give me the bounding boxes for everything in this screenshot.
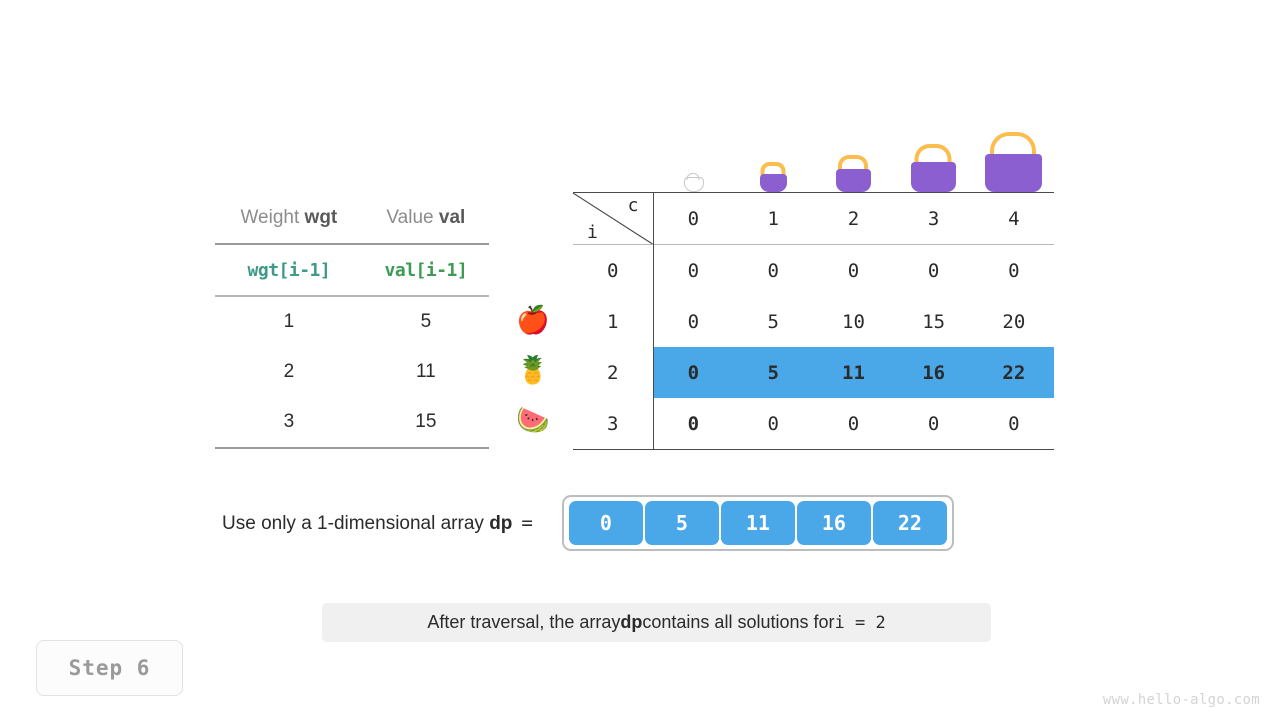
matrix-cell: 11 (813, 347, 894, 398)
matrix-col-header: 4 (973, 192, 1054, 245)
matrix-row: 1 0 5 10 15 20 (573, 296, 1054, 347)
matrix-row-index: 2 (573, 347, 654, 398)
item-weight-cell: 1 (215, 295, 363, 347)
apple-icon: 🍎 (516, 305, 550, 336)
matrix-cell: 10 (842, 310, 865, 333)
matrix-cell: 20 (1002, 310, 1026, 333)
matrix-cell: 0 (813, 244, 894, 296)
item-table-bottom-rule-row (215, 447, 489, 450)
weight-header-cell: Weight wgt (215, 193, 363, 244)
item-weight-cell: 3 (283, 411, 295, 432)
dp-array-section: Use only a 1-dimensional array dp = 0 5 1… (222, 495, 954, 551)
matrix-corner-cell: c i (573, 192, 654, 245)
matrix-col-header: 3 (893, 192, 974, 245)
dp-array-cell: 11 (720, 501, 795, 545)
matrix-row-highlighted: 2 0 5 11 16 22 (573, 347, 1054, 398)
caption-part-2: contains all solutions for (642, 612, 835, 632)
pineapple-icon: 🍍 (516, 355, 550, 386)
dp-array-label: Use only a 1-dimensional array dp = (222, 512, 533, 535)
dp-array-cell: 5 (644, 501, 719, 545)
val-expression: val[i-1] (384, 259, 468, 281)
item-table-bottom-rule (215, 447, 363, 450)
item-row: 1 5 (215, 295, 489, 347)
matrix-row: 3 0 0 0 0 0 (573, 398, 1054, 450)
item-value-cell: 11 (416, 361, 436, 382)
bag-icon-capacity-3 (893, 130, 973, 192)
caption-part-1: After traversal, the array (427, 612, 621, 632)
fruit-icon-column: 🍎 🍍 🍉 (505, 296, 561, 446)
matrix-cell: 0 (767, 412, 779, 435)
matrix-cell: 0 (653, 244, 734, 296)
matrix-row-axis-label: i (587, 222, 598, 243)
bag-icon-capacity-2 (813, 130, 893, 192)
wgt-expression-cell: wgt[i-1] (215, 243, 363, 296)
dp-array-cell: 16 (796, 501, 871, 545)
dp-array-cell: 0 (568, 501, 643, 545)
wgt-expression: wgt[i-1] (247, 259, 331, 281)
item-weight-value-table: Weight wgt Value val wgt[i-1] val[i-1] 1… (215, 193, 489, 450)
matrix-col-header: 0 (653, 192, 734, 245)
bag-icon-capacity-4 (973, 130, 1053, 192)
caption-banner: After traversal, the array dp contains a… (322, 603, 991, 642)
dp-array-equals-sign: = (521, 511, 533, 534)
step-badge: Step 6 (36, 640, 183, 696)
dp-matrix-grid: c i 0 1 2 3 4 0 0 0 0 0 0 1 0 5 (573, 192, 1054, 450)
caption-bold-term: dp (620, 612, 643, 632)
matrix-header-row: c i 0 1 2 3 4 (573, 192, 1054, 245)
matrix-cell: 0 (847, 412, 860, 435)
val-expression-cell: val[i-1] (362, 243, 489, 296)
bag-icon-capacity-0 (653, 130, 733, 192)
matrix-cell: 0 (1008, 412, 1020, 435)
matrix-cell: 0 (687, 310, 700, 333)
dp-array-cell: 22 (872, 501, 947, 545)
value-header-cell: Value val (363, 193, 489, 244)
matrix-cell: 5 (767, 310, 779, 333)
matrix-row-index: 3 (573, 398, 654, 450)
caption-mono-expression: i = 2 (834, 612, 886, 633)
value-header-code: val (438, 207, 466, 228)
matrix-cell: 0 (653, 347, 734, 398)
matrix-cell: 16 (893, 347, 974, 398)
item-table-code-row: wgt[i-1] val[i-1] (215, 243, 489, 296)
matrix-row-index: 0 (573, 244, 654, 296)
item-table-bottom-rule (362, 447, 489, 450)
weight-header-code: wgt (304, 207, 338, 228)
matrix-cell: 0 (893, 244, 974, 296)
matrix-cell: 0 (927, 412, 940, 435)
item-row: 3 15 (215, 397, 489, 448)
watermark: www.hello-algo.com (1102, 692, 1260, 708)
dp-array-label-prefix: Use only a 1-dimensional array (222, 512, 490, 534)
matrix-row-index: 1 (573, 296, 654, 347)
item-value-cell: 5 (362, 295, 489, 347)
item-table-header-row: Weight wgt Value val (215, 193, 489, 244)
dp-array-container: 0 5 11 16 22 (561, 495, 954, 551)
dp-array-label-code: dp (489, 512, 513, 534)
matrix-cell: 22 (973, 347, 1054, 398)
matrix-cell: 0 (733, 244, 814, 296)
matrix-col-header: 2 (813, 192, 894, 245)
matrix-col-header: 1 (733, 192, 814, 245)
bag-icon-row (653, 130, 1054, 192)
diagonal-divider-icon (573, 193, 653, 244)
matrix-cell: 0 (687, 412, 700, 435)
item-row: 2 11 (215, 347, 489, 397)
weight-header-text: Weight (240, 207, 305, 228)
watermelon-icon: 🍉 (516, 405, 550, 436)
item-value-cell: 15 (415, 411, 437, 432)
matrix-row: 0 0 0 0 0 0 (573, 244, 1054, 296)
matrix-cell: 5 (733, 347, 814, 398)
bag-icon-capacity-1 (733, 130, 813, 192)
item-weight-cell: 2 (283, 361, 295, 382)
value-header-text: Value (386, 207, 439, 228)
matrix-cell: 0 (973, 244, 1054, 296)
matrix-cell: 15 (922, 310, 946, 333)
matrix-col-axis-label: c (627, 195, 639, 216)
item-table-grid: Weight wgt Value val wgt[i-1] val[i-1] 1… (215, 193, 489, 450)
dp-matrix: c i 0 1 2 3 4 0 0 0 0 0 0 1 0 5 (573, 130, 1054, 450)
